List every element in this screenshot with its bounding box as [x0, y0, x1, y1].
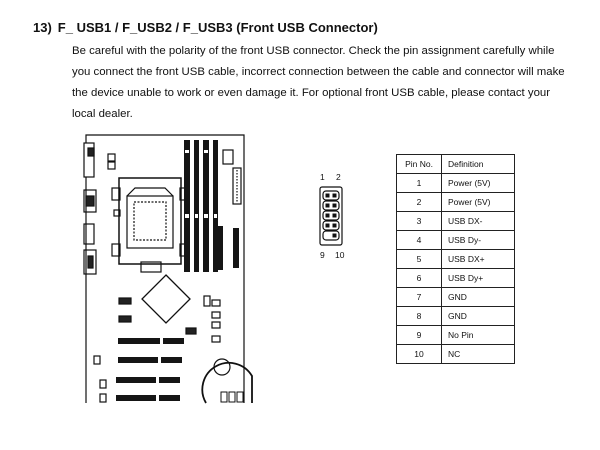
description-line: you connect the front USB cable, incorre… — [72, 66, 565, 78]
table-row: 10 NC — [396, 344, 515, 364]
pin-label-2: 2 — [336, 172, 341, 182]
description-line: Be careful with the polarity of the fron… — [72, 45, 555, 57]
table-row: 9 No Pin — [396, 325, 515, 345]
pin-definition: Power (5V) — [441, 192, 515, 212]
pin-number: 9 — [396, 325, 442, 345]
description-line: local dealer. — [72, 108, 133, 120]
pin-definition: No Pin — [441, 325, 515, 345]
section-title: F_ USB1 / F_USB2 / F_USB3 (Front USB Con… — [57, 20, 378, 35]
table-row: 4 USB Dy- — [396, 230, 515, 250]
pin-number: 1 — [396, 173, 442, 193]
pin-definition: USB Dy+ — [441, 268, 515, 288]
pin-number: 3 — [396, 211, 442, 231]
pin-number: 10 — [396, 344, 442, 364]
section-heading: 13) F_ USB1 / F_USB2 / F_USB3 (Front USB … — [33, 20, 378, 35]
pin-number: 4 — [396, 230, 442, 250]
description-line: the device unable to work or even damage… — [72, 87, 551, 99]
column-header-pin-no: Pin No. — [396, 154, 442, 174]
pin-definition: GND — [441, 306, 515, 326]
pin-number: 7 — [396, 287, 442, 307]
pin-label-9: 9 — [320, 250, 325, 260]
pin-assignment-table: Pin No. Definition 1 Power (5V) 2 Power … — [396, 154, 515, 364]
table-row: 6 USB Dy+ — [396, 268, 515, 288]
table-header-row: Pin No. Definition — [396, 154, 515, 174]
description-paragraph: Be careful with the polarity of the fron… — [72, 41, 572, 125]
pin-number: 5 — [396, 249, 442, 269]
pin-number: 2 — [396, 192, 442, 212]
table-row: 5 USB DX+ — [396, 249, 515, 269]
pin-definition: NC — [441, 344, 515, 364]
pin-label-10: 10 — [335, 250, 345, 260]
pin-definition: USB DX- — [441, 211, 515, 231]
section-number: 13) — [33, 20, 52, 35]
pin-definition: USB Dy- — [441, 230, 515, 250]
pin-label-1: 1 — [320, 172, 325, 182]
pin-definition: Power (5V) — [441, 173, 515, 193]
table-row: 7 GND — [396, 287, 515, 307]
pin-number: 6 — [396, 268, 442, 288]
column-header-definition: Definition — [441, 154, 515, 174]
table-row: 1 Power (5V) — [396, 173, 515, 193]
pin-definition: GND — [441, 287, 515, 307]
pin-definition: USB DX+ — [441, 249, 515, 269]
table-row: 2 Power (5V) — [396, 192, 515, 212]
pin-number: 8 — [396, 306, 442, 326]
table-row: 8 GND — [396, 306, 515, 326]
table-row: 3 USB DX- — [396, 211, 515, 231]
